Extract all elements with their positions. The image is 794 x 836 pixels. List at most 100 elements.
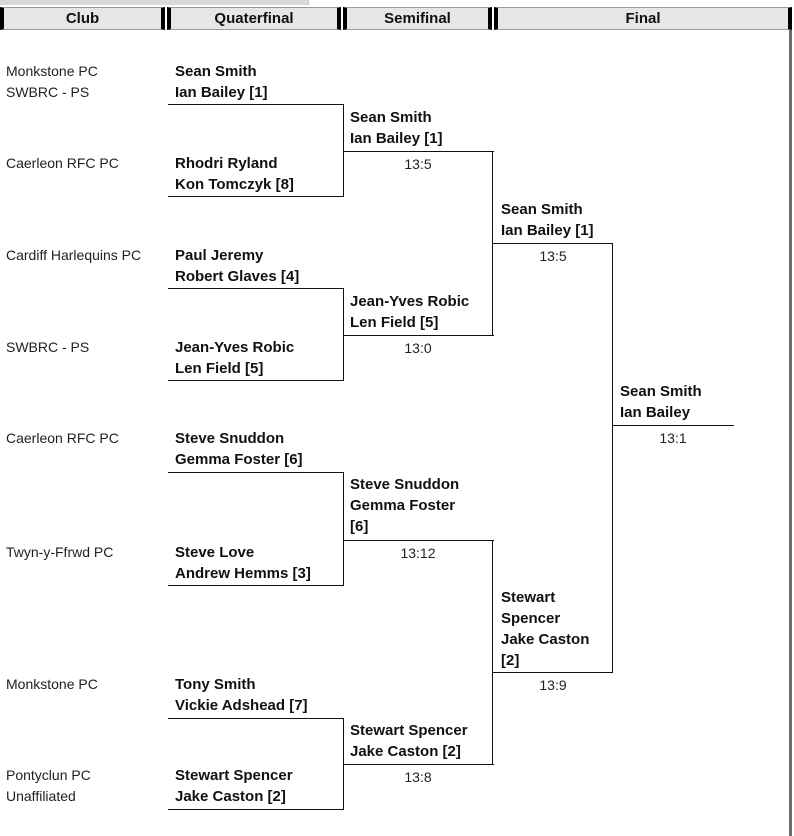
header-semifinal: Semifinal: [343, 7, 492, 30]
quarterfinal-team-2: Rhodri Ryland Kon Tomczyk [8]: [175, 153, 294, 195]
semifinal-score-2: 13:0: [404, 340, 432, 356]
player-name: Ian Bailey [1]: [350, 130, 443, 147]
club-name: Twyn-y-Ffrwd PC: [6, 544, 114, 560]
player-name: Sean Smith: [175, 63, 257, 80]
player-name: Gemma Foster [6]: [175, 451, 303, 468]
final-score-1: 13:5: [539, 248, 567, 264]
player-name: Jean-Yves Robic: [175, 339, 295, 356]
player-name: Ian Bailey: [620, 404, 691, 421]
player-name: Sean Smith: [501, 201, 583, 218]
player-name: Steve Snuddon: [350, 476, 460, 493]
player-name: Len Field [5]: [175, 360, 264, 377]
quarterfinal-team-1: Sean Smith Ian Bailey [1]: [175, 61, 268, 103]
player-name: Steve Snuddon: [175, 430, 285, 447]
bracket-line: [168, 718, 344, 719]
semifinal-score-4: 13:8: [404, 769, 432, 785]
window-top-strip: [0, 0, 794, 5]
bracket-line: [168, 585, 344, 586]
player-name: Sean Smith: [350, 109, 432, 126]
final-score-2: 13:9: [539, 677, 567, 693]
bracket-connector: [492, 540, 493, 765]
bracket-connector: [343, 104, 344, 197]
seed-label: [2]: [501, 652, 520, 669]
bracket-line: [168, 196, 344, 197]
player-name: Steve Love: [175, 544, 255, 561]
bracket-line: [492, 672, 613, 673]
club-cell-6: Twyn-y-Ffrwd PC: [6, 542, 113, 563]
bracket-line: [492, 243, 613, 244]
header-quarterfinal: Quaterfinal: [167, 7, 341, 30]
club-name: Monkstone PC: [6, 63, 98, 79]
player-name: Ian Bailey [1]: [175, 84, 268, 101]
player-name: Robert Glaves [4]: [175, 268, 300, 285]
player-name: Sean Smith: [620, 383, 702, 400]
semifinal-score-3: 13:12: [400, 545, 436, 561]
bracket-line: [343, 151, 494, 152]
club-name: SWBRC - PS: [6, 339, 90, 355]
player-name: Stewart Spencer: [175, 767, 293, 784]
club-cell-1: Monkstone PC SWBRC - PS: [6, 61, 98, 103]
player-name: Kon Tomczyk [8]: [175, 176, 294, 193]
winner-team: Sean Smith Ian Bailey: [620, 381, 702, 423]
club-name: SWBRC - PS: [6, 84, 90, 100]
player-name: Andrew Hemms [3]: [175, 565, 311, 582]
bracket-connector: [343, 288, 344, 381]
semifinal-team-3: Steve Snuddon Gemma Foster [6]: [350, 474, 459, 537]
player-name: Jake Caston: [501, 631, 590, 648]
player-name: Jean-Yves Robic: [350, 293, 470, 310]
player-name: Len Field [5]: [350, 314, 439, 331]
player-name: Vickie Adshead [7]: [175, 697, 308, 714]
bracket-connector: [343, 472, 344, 586]
player-name: Gemma Foster: [350, 497, 456, 514]
header-club: Club: [0, 7, 165, 30]
header-final: Final: [494, 7, 792, 30]
quarterfinal-team-5: Steve Snuddon Gemma Foster [6]: [175, 428, 303, 470]
quarterfinal-team-8: Stewart Spencer Jake Caston [2]: [175, 765, 293, 807]
bracket-line: [612, 425, 734, 426]
quarterfinal-team-6: Steve Love Andrew Hemms [3]: [175, 542, 311, 584]
final-team-2: Stewart Spencer Jake Caston [2]: [501, 587, 589, 671]
club-name: Pontyclun PC: [6, 767, 91, 783]
player-name: Spencer: [501, 610, 561, 627]
bracket-line: [168, 809, 344, 810]
club-name: Cardiff Harlequins PC: [6, 247, 142, 263]
club-cell-3: Cardiff Harlequins PC: [6, 245, 141, 266]
player-name: Stewart Spencer: [350, 722, 468, 739]
bracket-connector: [612, 243, 613, 673]
semifinal-team-1: Sean Smith Ian Bailey [1]: [350, 107, 443, 149]
bracket-line: [343, 540, 494, 541]
final-team-1: Sean Smith Ian Bailey [1]: [501, 199, 594, 241]
player-name: Paul Jeremy: [175, 247, 264, 264]
club-name: Monkstone PC: [6, 676, 98, 692]
bracket-line: [168, 104, 344, 105]
quarterfinal-team-4: Jean-Yves Robic Len Field [5]: [175, 337, 294, 379]
right-frame-border: [789, 30, 792, 836]
club-cell-4: SWBRC - PS: [6, 337, 89, 358]
bracket-line: [343, 335, 494, 336]
club-name: Caerleon RFC PC: [6, 430, 119, 446]
club-cell-8: Pontyclun PC Unaffiliated: [6, 765, 91, 807]
club-cell-7: Monkstone PC: [6, 674, 98, 695]
bracket-line: [168, 380, 344, 381]
semifinal-score-1: 13:5: [404, 156, 432, 172]
player-name: Tony Smith: [175, 676, 256, 693]
bracket-line: [168, 288, 344, 289]
bracket-line: [343, 764, 494, 765]
player-name: Ian Bailey [1]: [501, 222, 594, 239]
semifinal-team-2: Jean-Yves Robic Len Field [5]: [350, 291, 469, 333]
bracket-line: [168, 472, 344, 473]
seed-label: [6]: [350, 518, 369, 535]
player-name: Jake Caston [2]: [350, 743, 461, 760]
quarterfinal-team-3: Paul Jeremy Robert Glaves [4]: [175, 245, 299, 287]
quarterfinal-team-7: Tony Smith Vickie Adshead [7]: [175, 674, 308, 716]
club-name: Caerleon RFC PC: [6, 155, 119, 171]
club-cell-2: Caerleon RFC PC: [6, 153, 119, 174]
club-cell-5: Caerleon RFC PC: [6, 428, 119, 449]
top-strip-gap: [308, 0, 794, 5]
player-name: Stewart: [501, 589, 556, 606]
player-name: Rhodri Ryland: [175, 155, 278, 172]
club-name: Unaffiliated: [6, 788, 76, 804]
player-name: Jake Caston [2]: [175, 788, 286, 805]
semifinal-team-4: Stewart Spencer Jake Caston [2]: [350, 720, 468, 762]
winner-score: 13:1: [659, 430, 687, 446]
